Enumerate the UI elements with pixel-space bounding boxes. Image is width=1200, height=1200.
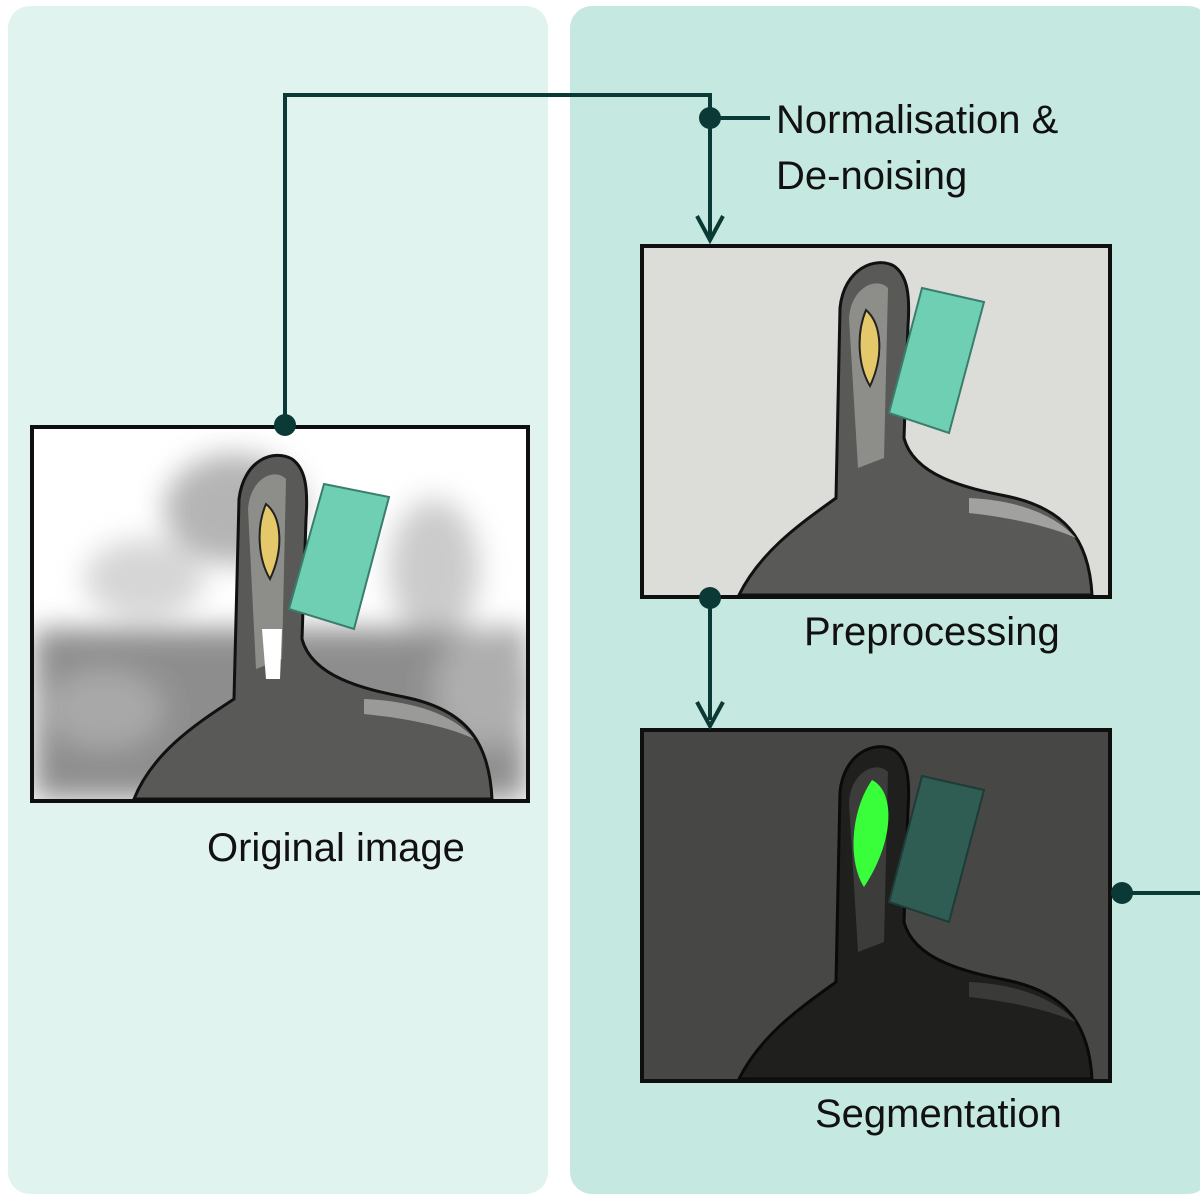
head-sketch [132, 453, 494, 799]
caption-preprocessing: Preprocessing [804, 610, 1060, 654]
step-label-denoising: De-noising [776, 154, 968, 198]
caption-segmentation: Segmentation [815, 1092, 1062, 1136]
segmentation-image [640, 728, 1112, 1083]
step-label-normalisation: Normalisation & [776, 98, 1059, 142]
head-sketch [737, 261, 1094, 595]
caption-original-image: Original image [207, 826, 465, 870]
original-image [30, 425, 530, 803]
preprocessed-image [640, 244, 1112, 599]
head-sketch [737, 745, 1094, 1079]
